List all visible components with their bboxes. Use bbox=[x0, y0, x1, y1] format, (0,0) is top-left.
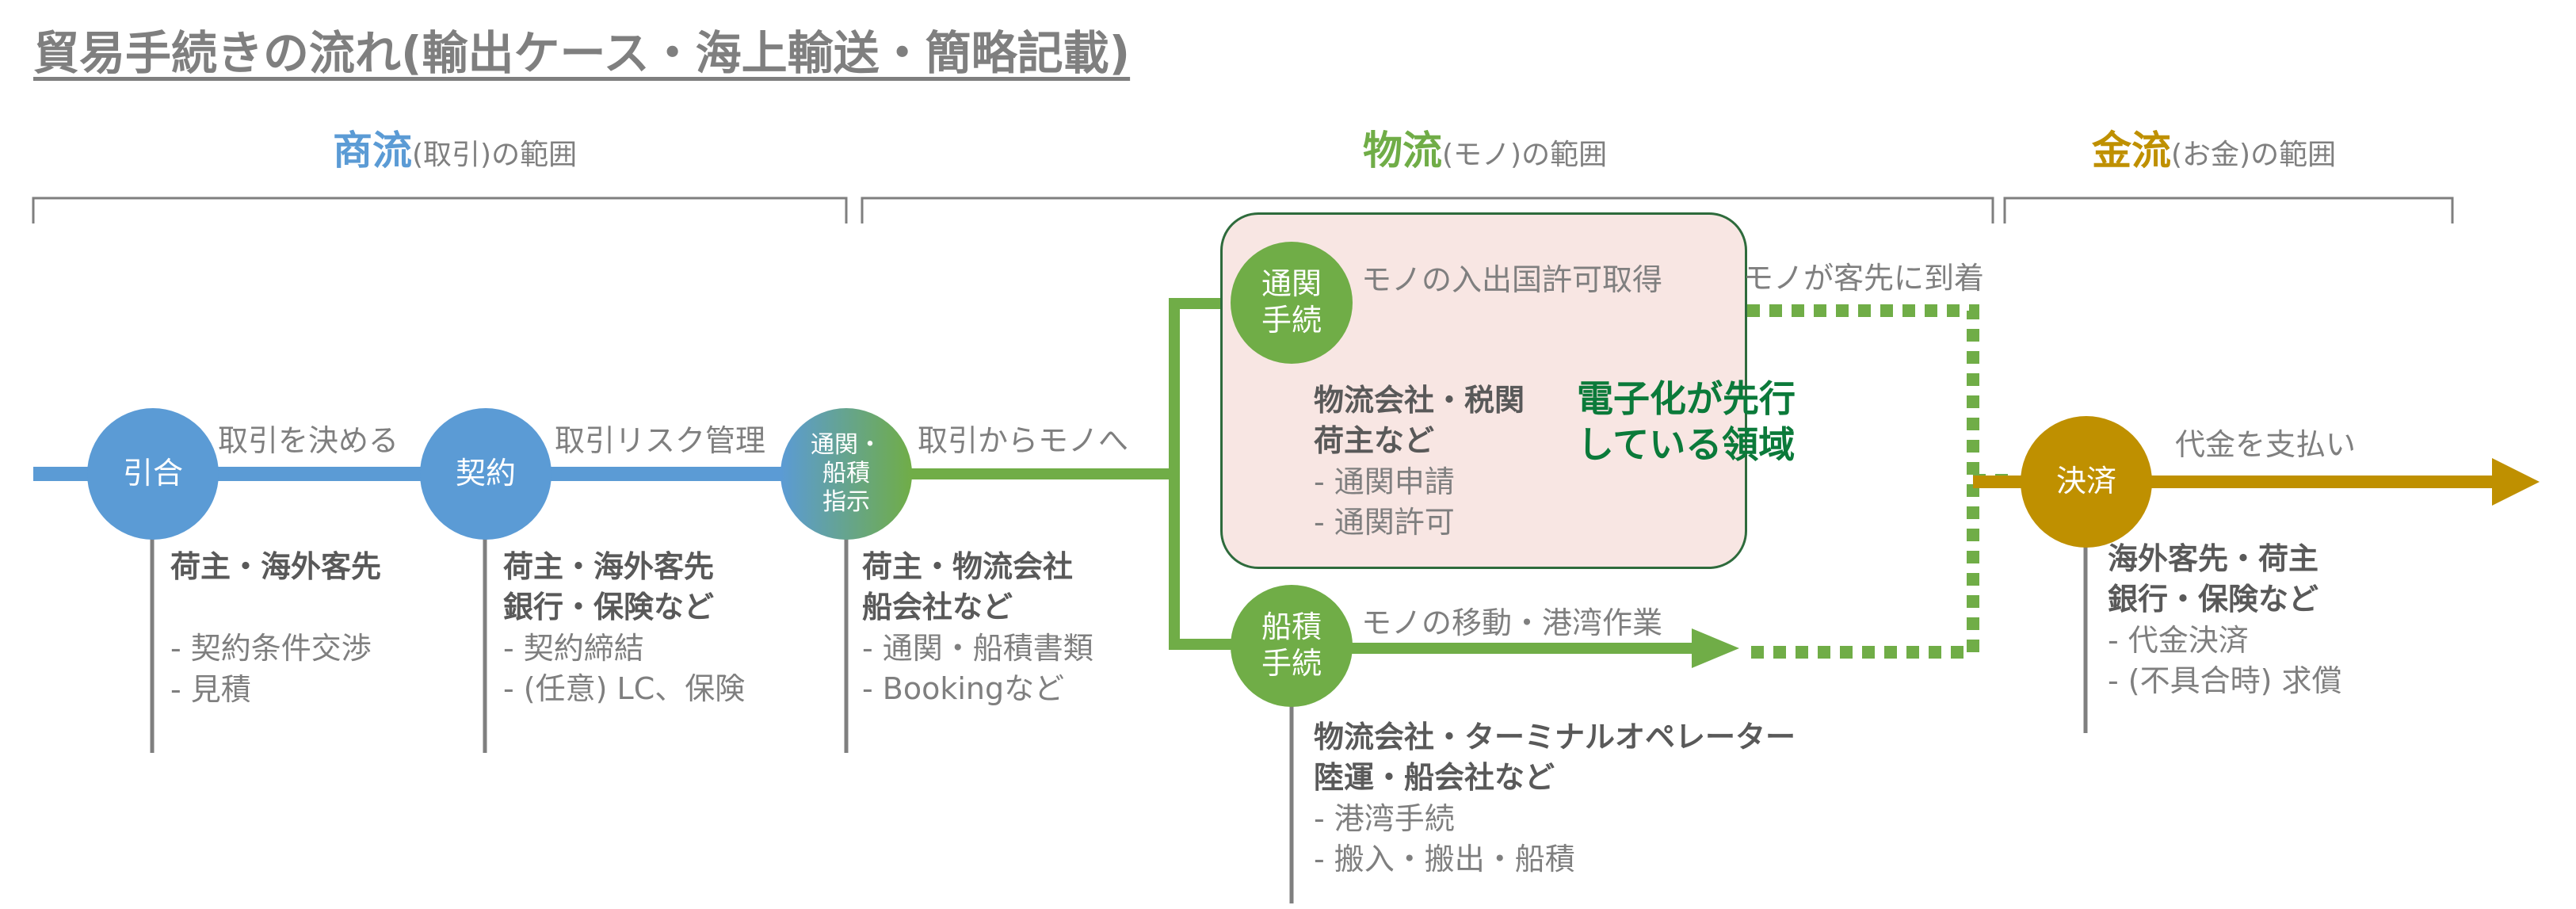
funazumi-item: - 搬入・搬出・船積 bbox=[1314, 841, 1575, 877]
tsukan-item: - 通関申請 bbox=[1314, 464, 1455, 499]
keiyaku-parties: 荷主・海外客先 銀行・保険など bbox=[503, 549, 715, 625]
commerce-domain-header: 商流(取引)の範囲 bbox=[333, 119, 577, 176]
kessai-detail: 海外客先・荷主 銀行・保険など - 代金決済 - (不具合時) 求償 bbox=[2108, 539, 2342, 701]
step-funazumi-circle: 船積 手続 bbox=[1231, 585, 1353, 707]
finance-domain-main: 金流 bbox=[2092, 128, 2171, 174]
hikiai-item: - 見積 bbox=[170, 671, 251, 707]
funazumi-action-label: モノの移動・港湾作業 bbox=[1361, 605, 1663, 640]
loading-arrow-head bbox=[1692, 628, 1739, 668]
dotted-connector bbox=[1747, 304, 1979, 659]
tsukan-action-label: モノの入出国許可取得 bbox=[1361, 262, 1663, 297]
logistics-domain-main: 物流 bbox=[1363, 128, 1442, 174]
shiji-action-label: 取引からモノへ bbox=[918, 423, 1129, 458]
tsukan-detail: 物流会社・税関 荷主など - 通関申請 - 通関許可 bbox=[1314, 380, 1525, 543]
step-tsukan-circle: 通関 手続 bbox=[1231, 242, 1353, 364]
logistics-domain-sub: (モノ)の範囲 bbox=[1442, 139, 1608, 171]
kessai-parties: 海外客先・荷主 銀行・保険など bbox=[2108, 541, 2319, 617]
tsukan-item: - 通関許可 bbox=[1314, 504, 1455, 540]
step-shiji-circle: 通関・ 船積 指示 bbox=[780, 408, 912, 540]
commerce-domain-main: 商流 bbox=[333, 128, 412, 174]
funazumi-detail: 物流会社・ターミナルオペレーター 陸運・船会社など - 港湾手続 - 搬入・搬出… bbox=[1314, 717, 1796, 880]
commerce-range-bracket bbox=[32, 197, 848, 223]
step-kessai-circle: 決済 bbox=[2021, 416, 2152, 548]
shiji-item: - Bookingなど bbox=[862, 670, 1065, 706]
kessai-item: - 代金決済 bbox=[2108, 622, 2249, 658]
digitalized-note: 電子化が先行 している領域 bbox=[1577, 377, 1796, 466]
commerce-domain-sub: (取引)の範囲 bbox=[412, 139, 578, 171]
keiyaku-item: - 契約締結 bbox=[503, 630, 644, 666]
step-hikiai-circle: 引合 bbox=[87, 408, 219, 540]
funazumi-parties: 物流会社・ターミナルオペレーター 陸運・船会社など bbox=[1314, 720, 1796, 796]
finance-arrow-head bbox=[2492, 458, 2540, 506]
shiji-detail: 荷主・物流会社 船会社など - 通関・船積書類 - Bookingなど bbox=[862, 547, 1093, 709]
tsukan-parties: 物流会社・税関 荷主など bbox=[1314, 383, 1525, 459]
logistics-range-bracket bbox=[861, 197, 1994, 223]
finance-range-bracket bbox=[2003, 197, 2454, 223]
keiyaku-item: - (任意) LC、保険 bbox=[503, 670, 746, 706]
shiji-item: - 通関・船積書類 bbox=[862, 630, 1093, 666]
logistics-domain-header: 物流(モノ)の範囲 bbox=[1363, 119, 1607, 176]
finance-domain-header: 金流(お金)の範囲 bbox=[2092, 119, 2336, 176]
page-title: 貿易手続きの流れ(輸出ケース・海上輸送・簡略記載) bbox=[33, 26, 1131, 80]
keiyaku-detail: 荷主・海外客先 銀行・保険など - 契約締結 - (任意) LC、保険 bbox=[503, 547, 745, 709]
finance-domain-sub: (お金)の範囲 bbox=[2171, 139, 2337, 171]
kessai-item: - (不具合時) 求償 bbox=[2108, 663, 2342, 698]
keiyaku-action-label: 取引リスク管理 bbox=[555, 423, 766, 458]
shiji-parties: 荷主・物流会社 船会社など bbox=[862, 549, 1074, 625]
step-keiyaku-circle: 契約 bbox=[420, 408, 551, 540]
arrival-label: モノが客先に到着 bbox=[1743, 261, 1985, 296]
hikiai-detail: 荷主・海外客先 - 契約条件交渉 - 見積 bbox=[170, 547, 381, 710]
funazumi-item: - 港湾手続 bbox=[1314, 800, 1455, 836]
hikiai-action-label: 取引を決める bbox=[218, 423, 399, 458]
kessai-action-label: 代金を支払い bbox=[2175, 427, 2357, 462]
hikiai-parties: 荷主・海外客先 bbox=[170, 549, 382, 584]
hikiai-item: - 契約条件交渉 bbox=[170, 631, 372, 666]
